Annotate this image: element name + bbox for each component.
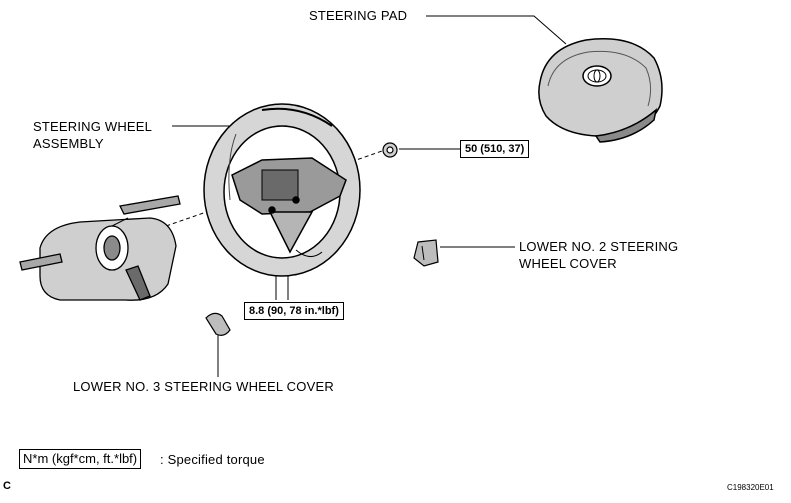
lower-no2-label-line1: LOWER NO. 2 STEERING [519,239,679,254]
legend-description: : Specified torque [160,452,265,467]
steering-pad-leader [426,15,567,45]
steering-wheel-label-line1: STEERING WHEEL [33,119,153,134]
steering-pad-illustration [538,38,663,143]
legend-unit-box: N*m (kgf*cm, ft.*lbf) [19,449,142,469]
lower-no2-cover-illustration [413,239,439,267]
steering-pad-label: STEERING PAD [309,8,408,23]
figure-id: C198320E01 [727,483,774,492]
lower-no2-label-line2: WHEEL COVER [519,256,617,271]
lower-no3-label: LOWER NO. 3 STEERING WHEEL COVER [73,379,334,394]
lower-no3-cover-illustration [205,312,231,336]
combination-switch-illustration [19,195,181,301]
nut-torque-value: 50 (510, 37) [460,140,530,158]
steering-wheel-illustration [203,103,361,277]
corner-letter: C [3,480,12,492]
nut-illustration [382,142,398,158]
screw-torque-value: 8.8 (90, 78 in.*lbf) [244,302,344,320]
steering-wheel-label-line2: ASSEMBLY [33,136,104,151]
